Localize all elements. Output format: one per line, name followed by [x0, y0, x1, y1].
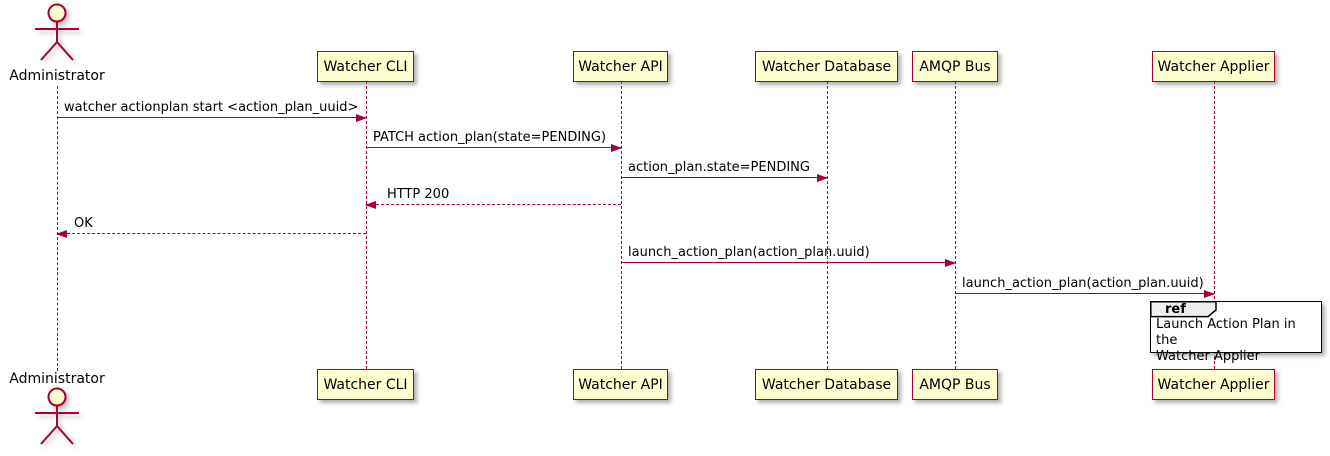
- arrowhead-right-icon: [1204, 290, 1215, 298]
- participant-label: Watcher API: [578, 376, 663, 393]
- message-line: [57, 233, 366, 234]
- message-line: [621, 262, 955, 263]
- message-label: launch_action_plan(action_plan.uuid): [962, 276, 1204, 291]
- participant-label: Watcher Applier: [1157, 58, 1270, 75]
- lifeline-watcher-api: [621, 81, 622, 369]
- message-line: [57, 117, 366, 118]
- lifeline-amqp-bus: [955, 81, 956, 369]
- actor-icon: [35, 387, 79, 445]
- message-ok: OK: [56, 214, 366, 238]
- ref-keyword: ref: [1165, 302, 1186, 317]
- participant-watcher-database-bottom: Watcher Database: [755, 369, 898, 400]
- message-launch-action-plan-applier: launch_action_plan(action_plan.uuid): [955, 274, 1215, 298]
- participant-label: Watcher Database: [761, 376, 892, 393]
- message-label: HTTP 200: [387, 187, 450, 202]
- ref-text: Launch Action Plan in the Watcher Applie…: [1156, 317, 1296, 364]
- message-actionplan-start: watcher actionplan start <action_plan_uu…: [57, 98, 367, 122]
- arrowhead-left-icon: [365, 201, 376, 209]
- participant-amqp-bus: AMQP Bus: [912, 51, 998, 82]
- participant-watcher-database: Watcher Database: [755, 51, 898, 82]
- participant-watcher-api: Watcher API: [573, 51, 668, 82]
- lifeline-watcher-database: [827, 81, 828, 369]
- message-line: [366, 204, 621, 205]
- participant-label: Watcher CLI: [323, 58, 408, 75]
- arrowhead-right-icon: [611, 144, 622, 152]
- message-label: watcher actionplan start <action_plan_uu…: [64, 100, 359, 115]
- message-label: launch_action_plan(action_plan.uuid): [628, 245, 870, 260]
- participant-label: Watcher CLI: [323, 376, 408, 393]
- participant-label: Watcher API: [578, 58, 663, 75]
- actor-label-administrator-bottom: Administrator: [9, 371, 105, 387]
- participant-watcher-applier-bottom: Watcher Applier: [1152, 369, 1275, 400]
- participant-amqp-bus-bottom: AMQP Bus: [912, 369, 998, 400]
- message-label: action_plan.state=PENDING: [628, 160, 810, 175]
- message-line: [366, 147, 621, 148]
- message-state-pending: action_plan.state=PENDING: [621, 158, 828, 182]
- actor-icon: [35, 3, 79, 61]
- message-label: OK: [74, 216, 93, 231]
- message-line: [621, 177, 827, 178]
- arrowhead-right-icon: [356, 114, 367, 122]
- arrowhead-right-icon: [945, 259, 956, 267]
- participant-watcher-applier: Watcher Applier: [1152, 51, 1275, 82]
- participant-label: AMQP Bus: [919, 58, 991, 75]
- participant-watcher-cli-bottom: Watcher CLI: [317, 369, 414, 400]
- message-line: [955, 293, 1214, 294]
- participant-label: Watcher Applier: [1157, 376, 1270, 393]
- lifeline-watcher-applier: [1214, 81, 1215, 369]
- lifeline-watcher-cli: [366, 81, 367, 369]
- message-patch-action-plan: PATCH action_plan(state=PENDING): [366, 128, 622, 152]
- ref-tab-icon: [1150, 301, 1217, 318]
- participant-watcher-cli: Watcher CLI: [317, 51, 414, 82]
- message-label: PATCH action_plan(state=PENDING): [373, 130, 607, 145]
- arrowhead-right-icon: [817, 174, 828, 182]
- participant-label: AMQP Bus: [919, 376, 991, 393]
- participant-watcher-api-bottom: Watcher API: [573, 369, 668, 400]
- arrowhead-left-icon: [56, 230, 67, 238]
- message-http-200: HTTP 200: [365, 185, 621, 209]
- participant-label: Watcher Database: [761, 58, 892, 75]
- ref-fragment: ref Launch Action Plan in the Watcher Ap…: [1150, 301, 1322, 364]
- actor-label-administrator: Administrator: [9, 68, 105, 84]
- message-launch-action-plan-amqp: launch_action_plan(action_plan.uuid): [621, 243, 956, 267]
- lifeline-administrator: [57, 86, 58, 371]
